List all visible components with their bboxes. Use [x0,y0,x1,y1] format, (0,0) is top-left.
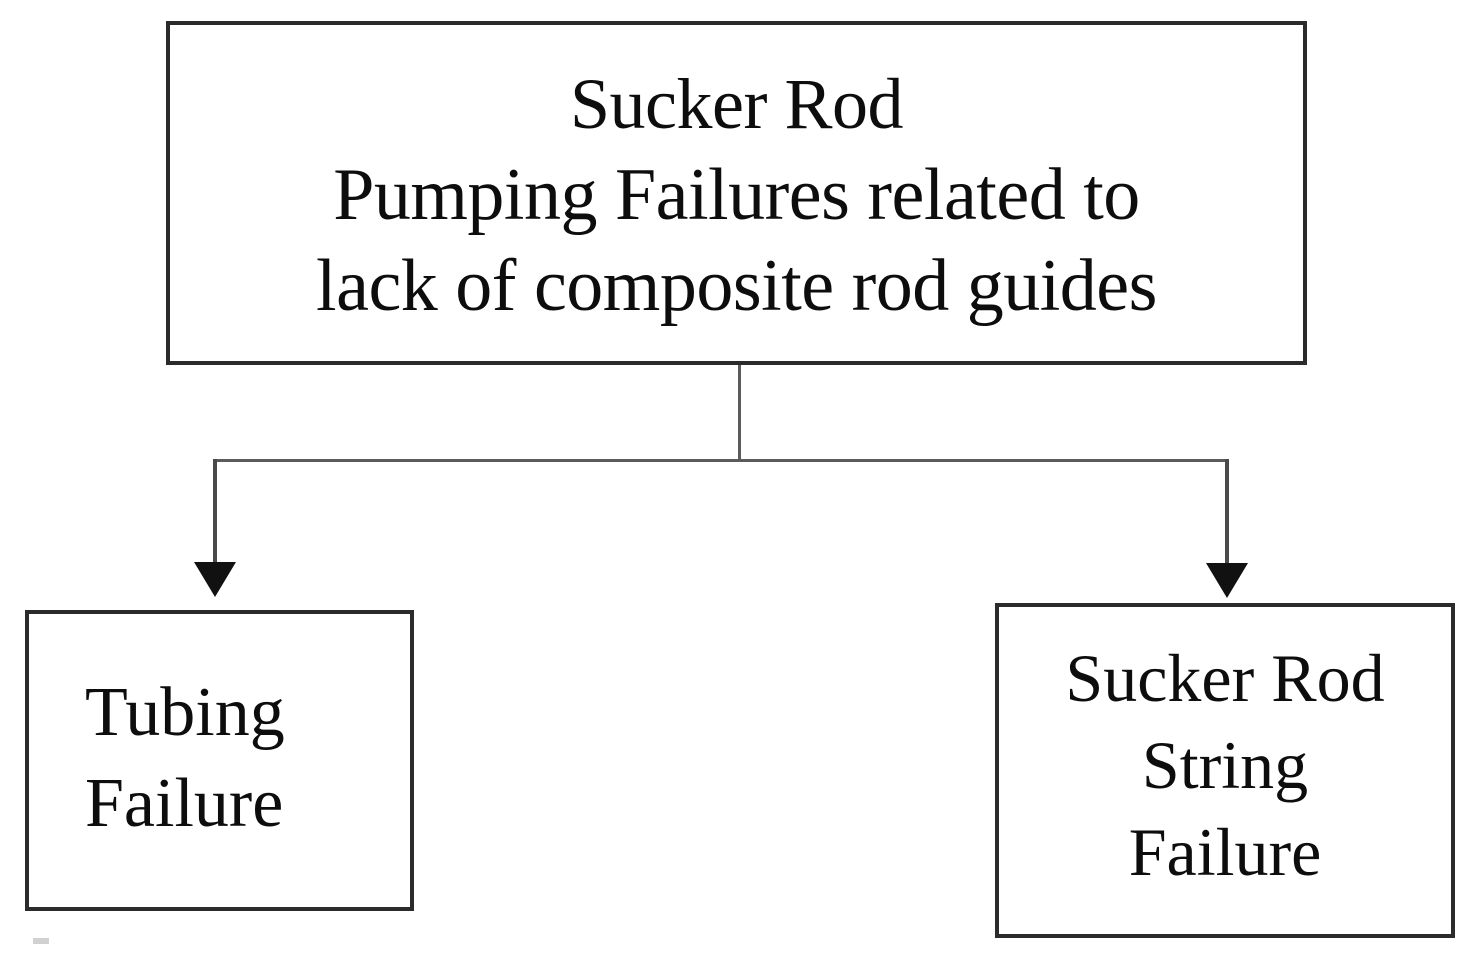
node-tubing-line-2: Failure [85,764,284,842]
node-rodstring-line-1: Sucker Rod [1065,639,1385,716]
node-sucker-rod-string-failure: Sucker Rod String Failure [995,603,1455,938]
connector-drop-left [213,459,217,569]
node-tubing-failure: Tubing Failure [25,610,414,911]
arrowhead-down-icon-left [194,562,236,597]
node-rodstring-line-2: String [1141,726,1309,803]
node-root-sucker-rod-pumping-failures: Sucker Rod Pumping Failures related to l… [166,21,1307,365]
connector-horizontal-bus [214,459,1229,462]
node-rodstring-line-3: Failure [1128,814,1322,891]
arrowhead-down-icon-right [1206,563,1248,598]
node-root-line-1: Sucker Rod [570,63,903,144]
node-tubing-line-1: Tubing [85,673,285,751]
node-root-line-2: Pumping Failures related to [333,154,1140,237]
scan-artifact-mark [33,938,49,944]
connector-root-stem [738,365,741,462]
node-root-line-3: lack of composite rod guides [316,245,1157,328]
connector-drop-right [1225,459,1229,571]
